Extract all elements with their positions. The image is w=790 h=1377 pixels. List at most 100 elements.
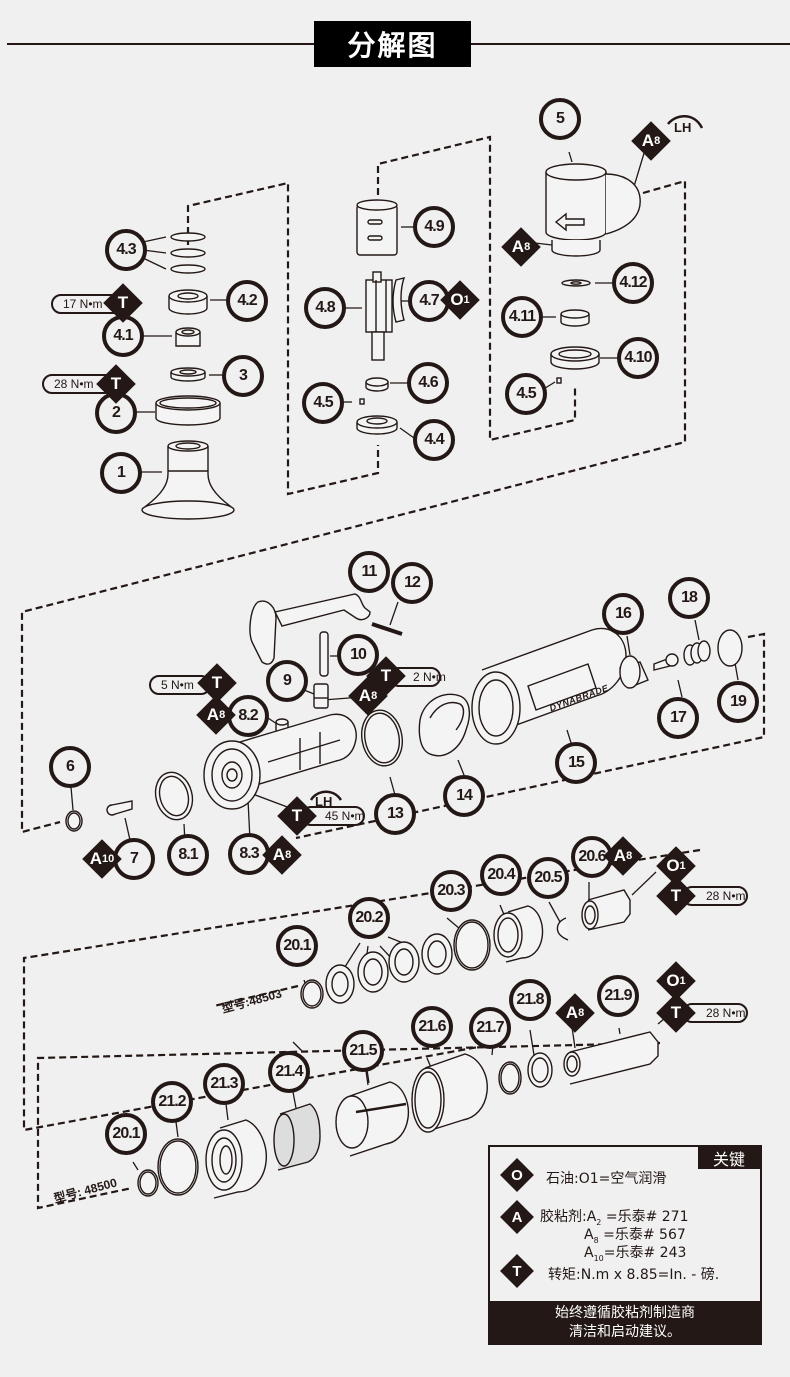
title-rule-left xyxy=(7,43,315,45)
boundary-top-mid xyxy=(376,135,577,442)
legend-torque-text: 转矩:N.m x 8.85=In. - 磅. xyxy=(548,1267,720,1283)
torque-value-8-3-top: 5 N•m xyxy=(149,675,211,695)
callout-12: 12 xyxy=(391,562,433,604)
lh-arrow-icon-2 xyxy=(309,790,343,801)
legend-footer-line2: 清洁和启动建议。 xyxy=(569,1324,681,1340)
torque-marker-4-1: T xyxy=(103,283,143,323)
callout-20-4: 20.4 xyxy=(480,854,522,896)
cage-4-9 xyxy=(356,204,398,256)
o-ring-4-3b xyxy=(170,248,206,258)
callout-15: 15 xyxy=(555,742,597,784)
callout-21-9: 21.9 xyxy=(597,975,639,1017)
pin-4-5b xyxy=(556,377,562,384)
throttle-lever-11 xyxy=(249,600,277,665)
callout-1: 1 xyxy=(100,452,142,494)
torque-marker-21-9: T xyxy=(656,993,696,1033)
torque-value-8-3: 45 N•m xyxy=(301,806,365,826)
boundary-top-left xyxy=(186,181,380,496)
callout-20-1b: 20.1 xyxy=(105,1113,147,1155)
callout-3: 3 xyxy=(222,355,264,397)
torque-marker-20-6: T xyxy=(656,876,696,916)
torque-marker-8-3: T xyxy=(277,796,317,836)
legend-adhesive-a8: A8 =乐泰# 567 xyxy=(584,1227,686,1245)
callout-20-1a: 20.1 xyxy=(276,925,318,967)
callout-20-3: 20.3 xyxy=(430,870,472,912)
housing-5 xyxy=(545,172,607,241)
callout-4-4: 4.4 xyxy=(413,419,455,461)
callout-21-8: 21.8 xyxy=(509,979,551,1021)
callout-19: 19 xyxy=(717,681,759,723)
lh-arrow-icon-1 xyxy=(667,115,704,129)
callout-21-2: 21.2 xyxy=(151,1081,193,1123)
torque-marker-9: T xyxy=(366,656,406,696)
rotor-4-8 xyxy=(365,279,393,333)
callout-4-12: 4.12 xyxy=(612,262,654,304)
callout-14: 14 xyxy=(443,775,485,817)
o-ring-4-3a xyxy=(170,232,206,242)
valve-stem-10 xyxy=(319,631,329,677)
callout-13: 13 xyxy=(374,793,416,835)
callout-4-8: 4.8 xyxy=(304,287,346,329)
boundary-mid xyxy=(295,632,766,840)
callout-6: 6 xyxy=(49,746,91,788)
lh-label-5: LH xyxy=(674,120,692,135)
pin-12 xyxy=(371,622,403,636)
legend-box: 关键 O 石油:O1=空气润滑 A 胶粘剂:A2 =乐泰# 271 A8 =乐泰… xyxy=(488,1145,762,1345)
callout-21-6: 21.6 xyxy=(411,1006,453,1048)
legend-adhesive-a2: 胶粘剂:A2 =乐泰# 271 xyxy=(540,1209,689,1227)
callout-4-9: 4.9 xyxy=(413,206,455,248)
callout-21-5: 21.5 xyxy=(342,1030,384,1072)
o-ring-4-3c xyxy=(170,264,206,274)
callout-20-5: 20.5 xyxy=(527,857,569,899)
legend-footer: 始终遵循胶粘剂制造商 清洁和启动建议。 xyxy=(490,1301,760,1343)
retaining-clip-20-5 xyxy=(556,917,569,941)
legend-header: 关键 xyxy=(698,1147,760,1169)
legend-adhesive-a10: A10=乐泰# 243 xyxy=(584,1245,687,1263)
callout-8-2: 8.2 xyxy=(227,695,269,737)
callout-17: 17 xyxy=(657,697,699,739)
callout-4-5b: 4.5 xyxy=(505,373,547,415)
valve-seat-9 xyxy=(313,683,329,709)
callout-4-6: 4.6 xyxy=(407,362,449,404)
callout-20-2: 20.2 xyxy=(348,897,390,939)
callout-21-7: 21.7 xyxy=(469,1007,511,1049)
pin-4-5a xyxy=(359,398,365,405)
boundary-48503 xyxy=(213,984,299,1008)
vane-4-7 xyxy=(392,277,406,323)
legend-oil-icon: O xyxy=(499,1157,535,1193)
callout-4-2: 4.2 xyxy=(226,280,268,322)
callout-18: 18 xyxy=(668,577,710,619)
callout-4-3: 4.3 xyxy=(105,229,147,271)
title-rule-right xyxy=(471,43,790,45)
torque-marker-8-2: T xyxy=(197,663,237,703)
inlet-fitting-20-6 xyxy=(587,889,631,931)
lh-label-8-3: LH xyxy=(315,794,333,809)
parts xyxy=(65,115,743,1199)
torque-value-21-9: 28 N•m xyxy=(682,1003,748,1023)
callout-9: 9 xyxy=(266,660,308,702)
boundary-top-right xyxy=(20,179,687,834)
callout-10: 10 xyxy=(337,634,379,676)
inlet-tube-21-9 xyxy=(569,1031,659,1085)
o-ring-19 xyxy=(717,629,743,667)
callout-4-5a: 4.5 xyxy=(302,382,344,424)
legend-oil-text: 石油:O1=空气润滑 xyxy=(546,1171,667,1187)
torque-marker-2: T xyxy=(96,364,136,404)
callout-11: 11 xyxy=(348,551,390,593)
legend-torque-icon: T xyxy=(499,1253,535,1289)
callout-4-7: 4.7 xyxy=(408,280,450,322)
callout-21-4: 21.4 xyxy=(268,1051,310,1093)
legend-footer-line1: 始终遵循胶粘剂制造商 xyxy=(555,1305,695,1321)
callout-16: 16 xyxy=(602,593,644,635)
